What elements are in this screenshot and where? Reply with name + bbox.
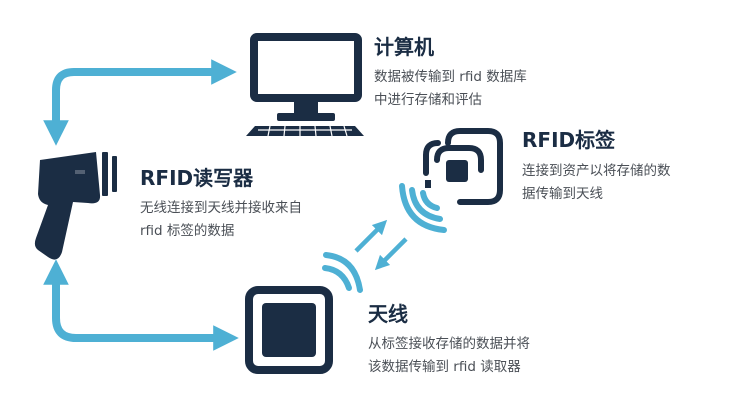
rfid-reader-description: 无线连接到天线并接收来自 rfid 标签的数据 bbox=[140, 197, 302, 243]
wireless-waves-icon bbox=[399, 183, 447, 233]
computer-desc-line2: 中进行存储和评估 bbox=[374, 92, 482, 108]
arrow-reader-antenna bbox=[43, 259, 239, 351]
computer-description: 数据被传输到 rfid 数据库 中进行存储和评估 bbox=[374, 66, 527, 112]
reader-desc-line2: rfid 标签的数据 bbox=[140, 223, 235, 239]
antenna-description: 从标签接收存储的数据并将 该数据传输到 rfid 读取器 bbox=[368, 333, 530, 379]
tag-desc-line2: 据传输到天线 bbox=[522, 186, 603, 202]
antenna-desc-line1: 从标签接收存储的数据并将 bbox=[368, 336, 530, 352]
tag-desc-line1: 连接到资产以将存储的数 bbox=[522, 163, 671, 179]
computer-title: 计算机 bbox=[374, 35, 434, 59]
antenna-icon bbox=[245, 286, 333, 374]
bidirectional-arrow-icon bbox=[354, 219, 408, 271]
rfid-tag-description: 连接到资产以将存储的数 据传输到天线 bbox=[522, 160, 671, 206]
arrow-reader-computer bbox=[43, 59, 237, 146]
antenna-waves bbox=[322, 252, 363, 293]
antenna-title: 天线 bbox=[368, 302, 408, 326]
rfid-reader-title: RFID读写器 bbox=[140, 166, 254, 190]
rfid-tag-icon bbox=[423, 128, 503, 205]
reader-desc-line1: 无线连接到天线并接收来自 bbox=[140, 200, 302, 216]
computer-icon bbox=[246, 33, 364, 137]
computer-desc-line1: 数据被传输到 rfid 数据库 bbox=[374, 69, 527, 85]
antenna-desc-line2: 该数据传输到 rfid 读取器 bbox=[368, 359, 521, 375]
rfid-reader-icon bbox=[34, 152, 117, 260]
rfid-tag-title: RFID标签 bbox=[522, 128, 616, 152]
